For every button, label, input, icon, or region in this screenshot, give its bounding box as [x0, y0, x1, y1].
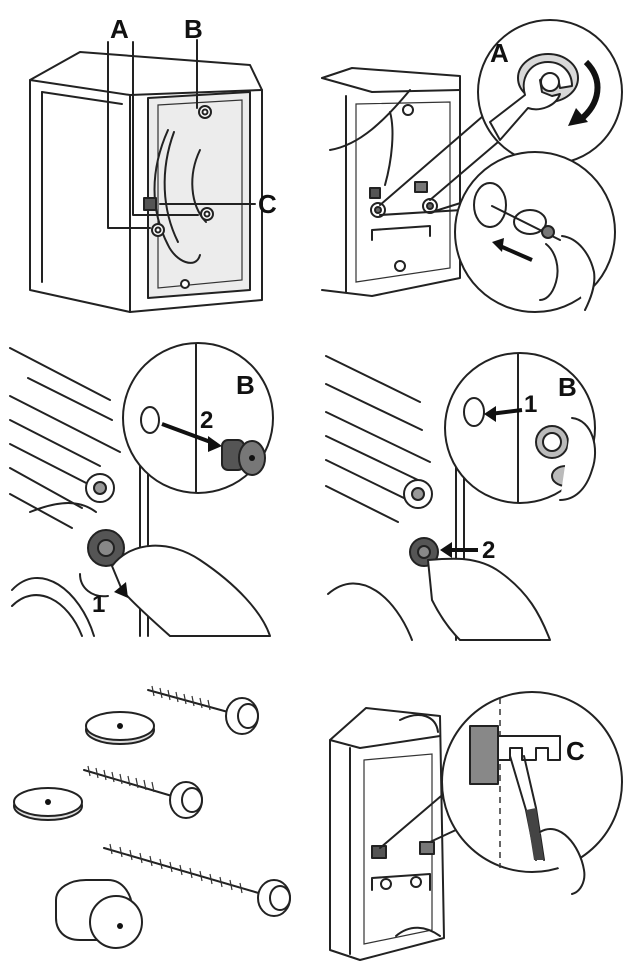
step-number-1: 1 — [524, 391, 537, 418]
bolt-icon — [200, 207, 214, 221]
panel-remove-spacer: 1 2 B — [9, 342, 274, 637]
step-number-2: 2 — [482, 537, 495, 564]
zoom-circle-insert-plug: 2 B — [122, 342, 274, 494]
bolt-icon — [151, 223, 165, 237]
washer-icon — [85, 711, 155, 745]
label-a: A — [490, 38, 509, 68]
screw-icon — [147, 685, 259, 735]
label-b: B — [184, 14, 203, 44]
step-number-2: 2 — [200, 407, 213, 434]
step-number-1: 1 — [92, 591, 105, 618]
label-c: C — [566, 736, 585, 766]
label-c: C — [258, 189, 277, 219]
screw-icon — [103, 843, 291, 917]
screw-icon — [83, 765, 203, 819]
zoom-circle-clip: C — [441, 691, 623, 895]
washer-icon — [13, 787, 83, 821]
panel-rear-view-overview: A B C — [29, 14, 277, 313]
panel-remove-bolts: A — [321, 19, 623, 313]
label-a: A — [110, 14, 129, 44]
panel-insert-cap: 2 1 B — [325, 352, 597, 641]
label-b: B — [236, 370, 255, 400]
panel-parts — [13, 685, 291, 949]
zoom-circle-wrench: A — [477, 19, 623, 165]
bolt-icon — [370, 202, 386, 218]
label-b: B — [558, 372, 577, 402]
zoom-circle-pull-bolt — [454, 151, 616, 313]
spacer-plug-icon — [55, 879, 143, 949]
panel-remove-clip: C — [329, 691, 623, 961]
bolt-icon — [198, 105, 212, 119]
zoom-circle-cap: 1 B — [444, 352, 597, 504]
